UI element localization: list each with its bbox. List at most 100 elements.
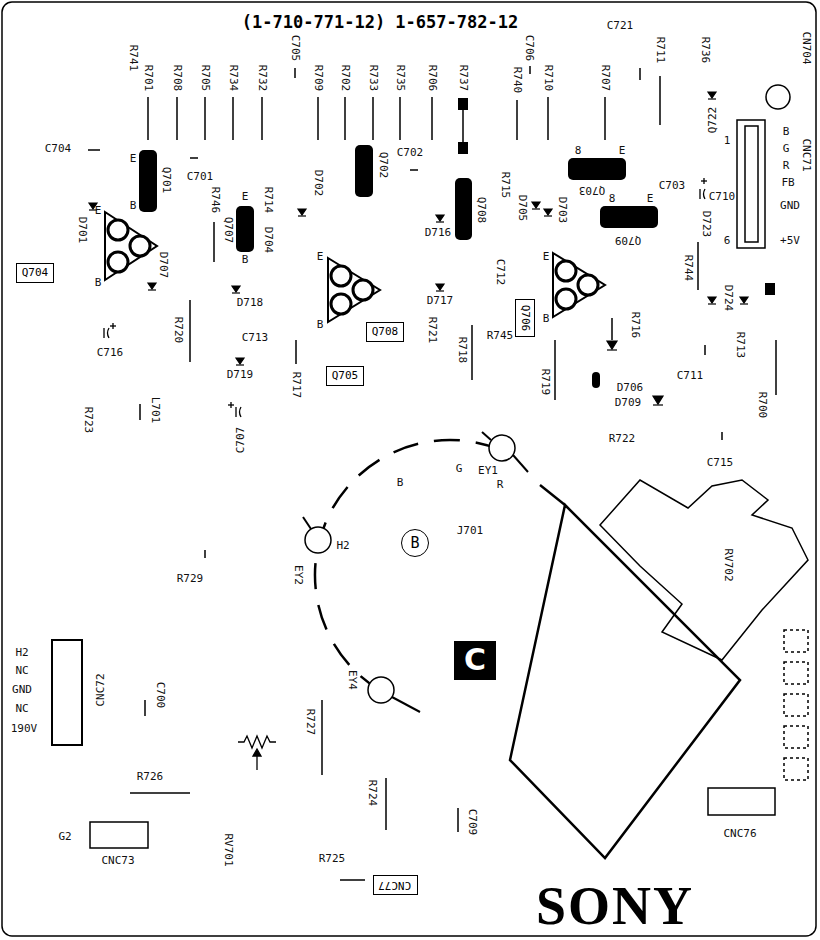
silkscreen-label: C710 (709, 191, 736, 202)
capacitor-footprint (457, 808, 459, 832)
resistor-footprint (547, 97, 549, 140)
transistor-ref-box: Q704 (16, 263, 54, 283)
transistor-body (355, 145, 373, 197)
silkscreen-label: R733 (368, 65, 379, 92)
variable-resistor-symbol (238, 736, 276, 770)
capacitor-footprint (410, 169, 418, 171)
silkscreen-label: RV702 (723, 548, 734, 581)
silkscreen-label: CNC73 (101, 855, 134, 866)
silkscreen-label: 8 (609, 193, 616, 204)
transistor-pad (331, 266, 351, 286)
silkscreen-label: R736 (700, 37, 711, 64)
resistor-footprint (321, 700, 323, 775)
silkscreen-label: E (317, 251, 324, 262)
silkscreen-label: R710 (543, 65, 554, 92)
silkscreen-label: CN704 (801, 31, 812, 64)
solder-pad (592, 372, 600, 388)
diode-symbol (436, 284, 444, 291)
node-text: Q708 (372, 326, 399, 338)
resistor-footprint (340, 879, 365, 881)
silkscreen-label: E (543, 251, 550, 262)
transistor-pad (130, 236, 150, 256)
silkscreen-label: R729 (177, 573, 204, 584)
resistor-footprint (147, 97, 149, 140)
silkscreen-label: R708 (172, 65, 183, 92)
connectors (52, 85, 808, 848)
silkscreen-label: Q709 (615, 235, 642, 246)
silkscreen-label: Q703 (579, 185, 606, 196)
silkscreen-label: C700 (155, 682, 166, 709)
capacitor-symbol (700, 178, 707, 199)
jumper-footprint (462, 110, 464, 142)
silkscreen-label: H2 (15, 647, 28, 658)
resistor-footprint (204, 550, 206, 558)
resistor-footprint (697, 242, 699, 290)
capacitor-footprint (529, 66, 531, 74)
silkscreen-label: C712 (495, 259, 506, 286)
silkscreen-label: 190V (11, 723, 38, 734)
resistor-footprint (372, 97, 374, 140)
transistor-body (139, 150, 157, 212)
test-pad (784, 758, 808, 780)
pin-lead (303, 517, 311, 529)
silkscreen-label: R707 (600, 65, 611, 92)
socket-pin (368, 677, 394, 703)
connector-housing (708, 788, 775, 815)
inductor-footprint (139, 404, 141, 420)
resistor-footprint (232, 97, 234, 140)
silkscreen-label: C713 (242, 332, 269, 343)
silkscreen-label: R711 (655, 37, 666, 64)
silkscreen-label: R724 (367, 780, 378, 807)
resistor-footprint (130, 792, 190, 794)
resistor-footprint (399, 97, 401, 140)
resistor-footprint (775, 340, 777, 395)
silkscreen-label: C701 (187, 171, 214, 182)
transistor-pad (556, 289, 576, 309)
connector-housing (737, 120, 765, 248)
connector-hole (766, 85, 790, 109)
transistor-outline (328, 258, 380, 322)
silkscreen-label: R721 (427, 317, 438, 344)
silkscreen-label: G (783, 143, 790, 154)
resistor-footprint (471, 325, 473, 380)
diode-symbol (148, 283, 156, 290)
transistor-pad (331, 294, 351, 314)
silkscreen-label: C705 (290, 35, 301, 62)
resistor-footprint (659, 76, 661, 125)
silkscreen-label: FB (781, 177, 794, 188)
socket-edge (540, 485, 565, 505)
silkscreen-label: D707 (158, 252, 169, 279)
silkscreen-label: R717 (291, 372, 302, 399)
resistor-footprint (261, 97, 263, 140)
silkscreen-label: R705 (200, 65, 211, 92)
silkscreen-label: R722 (609, 433, 636, 444)
resistor-footprint (213, 222, 215, 262)
silkscreen-label: R723 (83, 407, 94, 434)
test-pad (784, 630, 808, 652)
node-text: CNC77 (378, 879, 411, 891)
capacitor-footprint (639, 68, 641, 80)
silkscreen-label: R735 (395, 65, 406, 92)
silkscreen-label: 6 (724, 235, 731, 246)
resistor-footprint (385, 778, 387, 830)
silkscreen-label: E (647, 193, 654, 204)
silkscreen-label: R (497, 479, 504, 490)
inverted-marker: C (454, 641, 496, 680)
pin-lead (482, 432, 491, 440)
diode-symbol (236, 358, 244, 365)
silkscreen-label: L701 (150, 397, 161, 424)
silkscreen-label: B (242, 254, 249, 265)
silkscreen-label: C702 (397, 147, 424, 158)
silkscreen-label: B (317, 319, 324, 330)
silkscreen-label: D709 (615, 397, 642, 408)
pin-lead (513, 455, 528, 472)
silkscreen-label: C709 (467, 809, 478, 836)
transistor-pad (108, 252, 128, 272)
capacitor-footprint (294, 68, 296, 78)
diode-lead (611, 318, 613, 340)
transistor-body (455, 178, 472, 240)
diode-symbol (532, 202, 540, 209)
resistor-symbol (238, 736, 276, 748)
resistor-footprint (204, 97, 206, 140)
transistor-outline (105, 212, 157, 280)
